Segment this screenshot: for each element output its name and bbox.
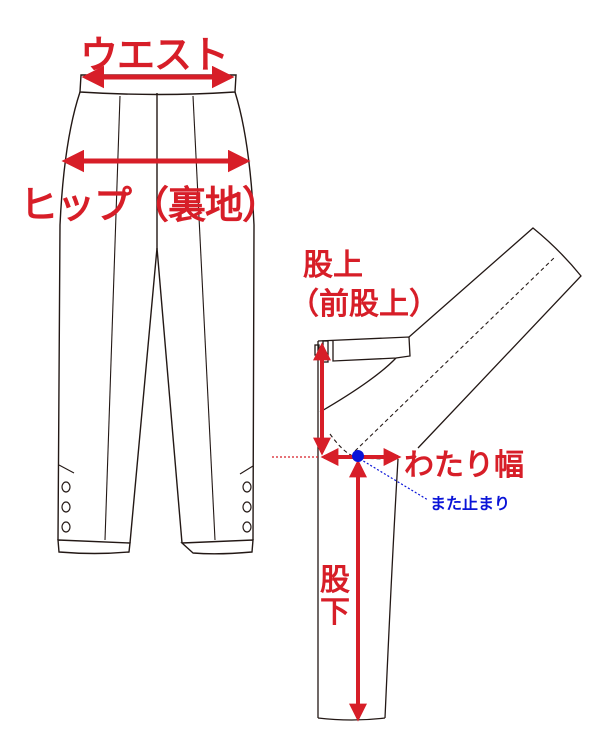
crease-dashed xyxy=(354,255,557,452)
button-icon xyxy=(61,521,71,533)
leg-inner-line xyxy=(384,458,399,719)
crotch-point-marker xyxy=(352,450,364,462)
inseam-label-line2: 下 xyxy=(320,595,350,630)
button-icon xyxy=(242,501,252,513)
button-icon xyxy=(61,481,71,493)
front-rise-curve xyxy=(319,357,397,413)
left-slit xyxy=(58,464,75,474)
waistband xyxy=(79,74,237,96)
inseam-label: 股 下 xyxy=(320,565,350,629)
button-icon xyxy=(242,481,252,493)
rise-label: 股上 xyxy=(303,248,363,283)
side-waistband xyxy=(317,336,411,362)
right-inseam xyxy=(156,247,183,544)
right-hem xyxy=(180,539,254,555)
crotch-point-label: また止まり xyxy=(430,494,511,513)
hem-buttons xyxy=(61,481,252,533)
waist-label: ウエスト xyxy=(80,33,229,77)
folded-leg-piece xyxy=(408,227,582,449)
thigh-width-label: わたり幅 xyxy=(404,448,524,483)
left-hem xyxy=(57,539,131,555)
inseam-label-line1: 股 xyxy=(320,563,350,598)
rise-sub-label: （前股上） xyxy=(289,287,439,322)
leg-hem xyxy=(317,717,386,721)
button-icon xyxy=(61,501,71,513)
button-icon xyxy=(242,521,252,533)
hip-label: ヒップ（裏地） xyxy=(20,183,280,227)
front-pants-outline xyxy=(57,74,255,555)
right-slit xyxy=(239,465,254,475)
